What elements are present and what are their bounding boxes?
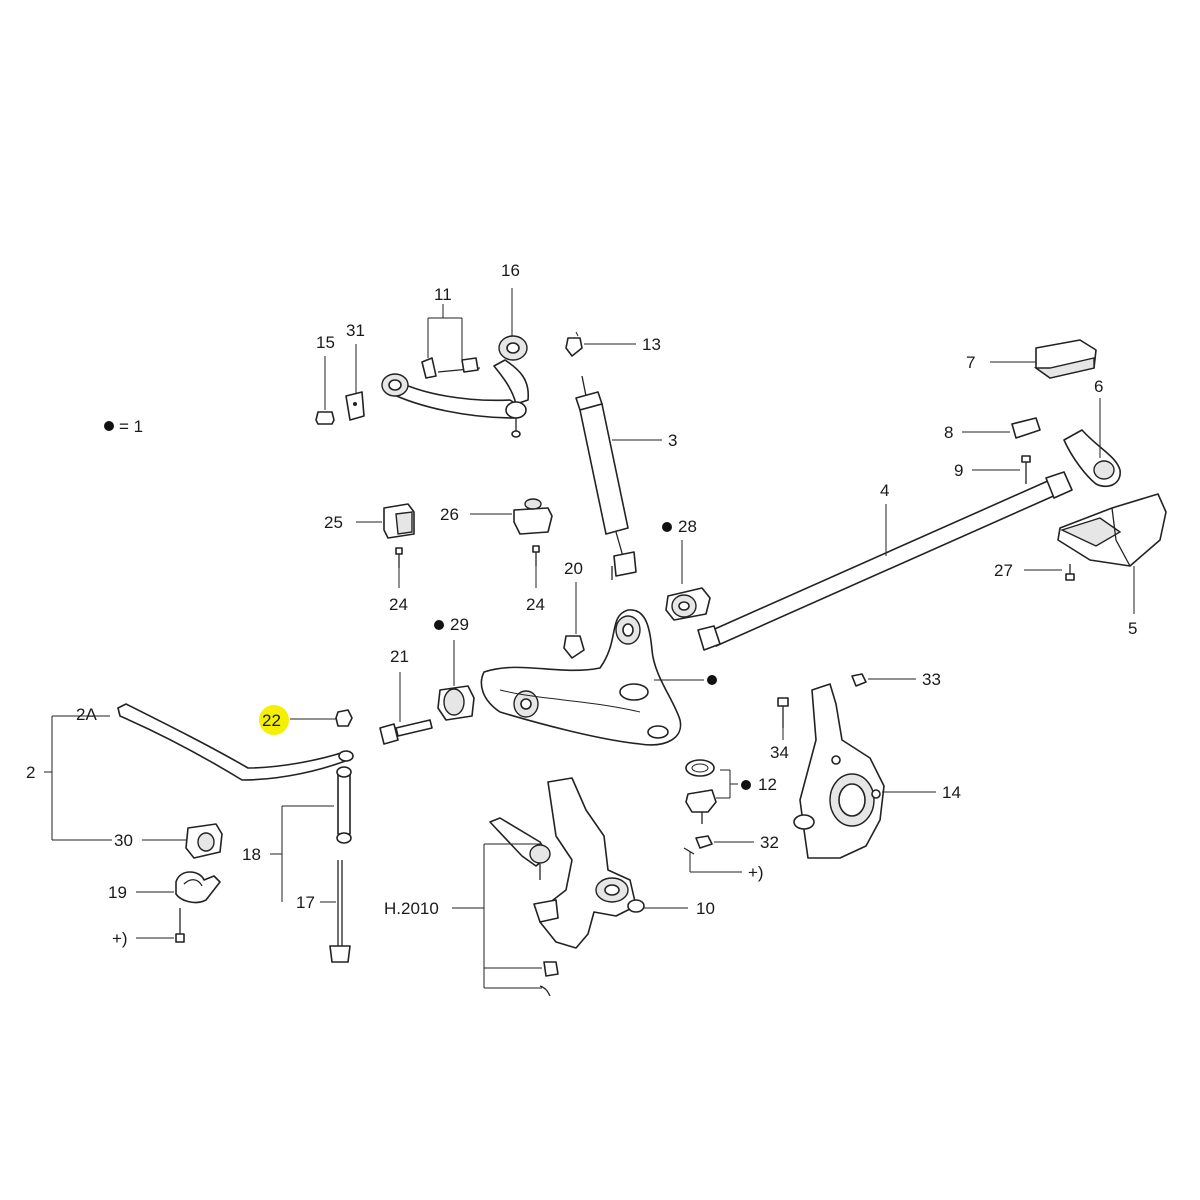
callout-22: 22 [262, 711, 281, 730]
part-15-nut[interactable] [315, 356, 335, 425]
part-17-bolt[interactable] [320, 860, 351, 963]
callout-8: 8 [944, 423, 953, 442]
callout-7: 7 [966, 353, 975, 372]
part-34-bolt[interactable] [777, 697, 789, 740]
callout-18: 18 [242, 845, 261, 864]
stabilizer-bracket-lines [44, 715, 112, 841]
part-19-clamp[interactable] [136, 871, 221, 904]
part-4-torsion-bar[interactable] [697, 471, 1073, 651]
part-24-bolt-left[interactable] [395, 547, 403, 588]
callout-15: 15 [316, 333, 335, 352]
callout-13: 13 [642, 335, 661, 354]
part-32-nut[interactable] [695, 835, 754, 849]
callout-33: 33 [922, 670, 941, 689]
part-3-shock-absorber[interactable] [575, 375, 662, 580]
callout-plus-right: +) [748, 863, 764, 882]
callout-3: 3 [668, 431, 677, 450]
part-18-link[interactable] [281, 766, 352, 902]
part-H2010-tie-rod-end[interactable] [489, 817, 559, 997]
part-plus-bolt-left[interactable] [136, 908, 185, 943]
part-31-bracket[interactable] [345, 344, 365, 421]
callout-11: 11 [434, 285, 452, 304]
callout-31: 31 [346, 321, 365, 340]
callout-30: 30 [114, 831, 133, 850]
part-21-bolt[interactable] [379, 672, 433, 745]
callout-5: 5 [1128, 619, 1137, 638]
part-22-nut[interactable] [290, 709, 353, 727]
callout-32: 32 [760, 833, 779, 852]
callout-34: 34 [770, 743, 789, 762]
part-9-bolt[interactable] [972, 455, 1031, 484]
part-20-clip[interactable] [563, 582, 585, 659]
callout-29-dot [434, 620, 444, 630]
part-28-bushing[interactable] [665, 540, 711, 621]
callout-22-highlight [259, 705, 289, 735]
part-27-bolt[interactable] [1024, 564, 1075, 581]
part-13-link[interactable] [565, 331, 636, 357]
part-26-ball-joint[interactable] [470, 498, 553, 535]
callout-28: 28 [678, 517, 697, 536]
part-30-bushing[interactable] [142, 823, 223, 859]
part-12-ball-joint[interactable] [685, 759, 738, 824]
callout-19: 19 [108, 883, 127, 902]
callout-27: 27 [994, 561, 1013, 580]
part-10-steering-knuckle[interactable] [533, 777, 688, 949]
callout-16: 16 [501, 261, 520, 280]
callout-17: 17 [296, 893, 315, 912]
callout-2: 2 [26, 763, 35, 782]
part-16-upper-control-arm[interactable] [381, 335, 530, 438]
callout-H2010: H.2010 [384, 899, 439, 918]
callout-21: 21 [390, 647, 409, 666]
callout-12: 12 [758, 775, 777, 794]
callout-14: 14 [942, 783, 961, 802]
callout-4: 4 [880, 481, 889, 500]
part-8-key[interactable] [962, 417, 1041, 439]
callout-12-dot [741, 780, 751, 790]
part-plus-pin-right[interactable] [683, 847, 742, 873]
callout-10: 10 [696, 899, 715, 918]
callout-9: 9 [954, 461, 963, 480]
callout-20: 20 [564, 559, 583, 578]
part-7-bracket[interactable] [990, 339, 1097, 379]
callout-plus-left: +) [112, 929, 128, 948]
callout-2A: 2A [76, 705, 97, 724]
part-6-adjuster-arm[interactable] [1063, 398, 1121, 488]
legend: = 1 [104, 417, 143, 436]
part-29-bushing[interactable] [437, 640, 475, 721]
part-lower-control-arm[interactable] [480, 609, 704, 746]
part-5-crossmember[interactable] [1057, 493, 1167, 614]
lower-arm-dot [707, 675, 717, 685]
part-24-bolt-middle[interactable] [532, 545, 540, 588]
h2010-bracket-lines [452, 843, 542, 989]
callout-24-left: 24 [389, 595, 408, 614]
callout-24-middle: 24 [526, 595, 545, 614]
legend-text: = 1 [119, 417, 143, 436]
legend-dot [104, 421, 114, 431]
part-33-nut[interactable] [851, 673, 916, 687]
part-11-bolts[interactable] [421, 304, 481, 379]
part-14-knuckle[interactable] [793, 683, 936, 859]
part-25-bracket[interactable] [356, 503, 415, 539]
callout-6: 6 [1094, 377, 1103, 396]
part-2A-stabilizer-bar[interactable] [117, 703, 354, 781]
callout-29: 29 [450, 615, 469, 634]
callout-26: 26 [440, 505, 459, 524]
callout-28-dot [662, 522, 672, 532]
callout-25: 25 [324, 513, 343, 532]
